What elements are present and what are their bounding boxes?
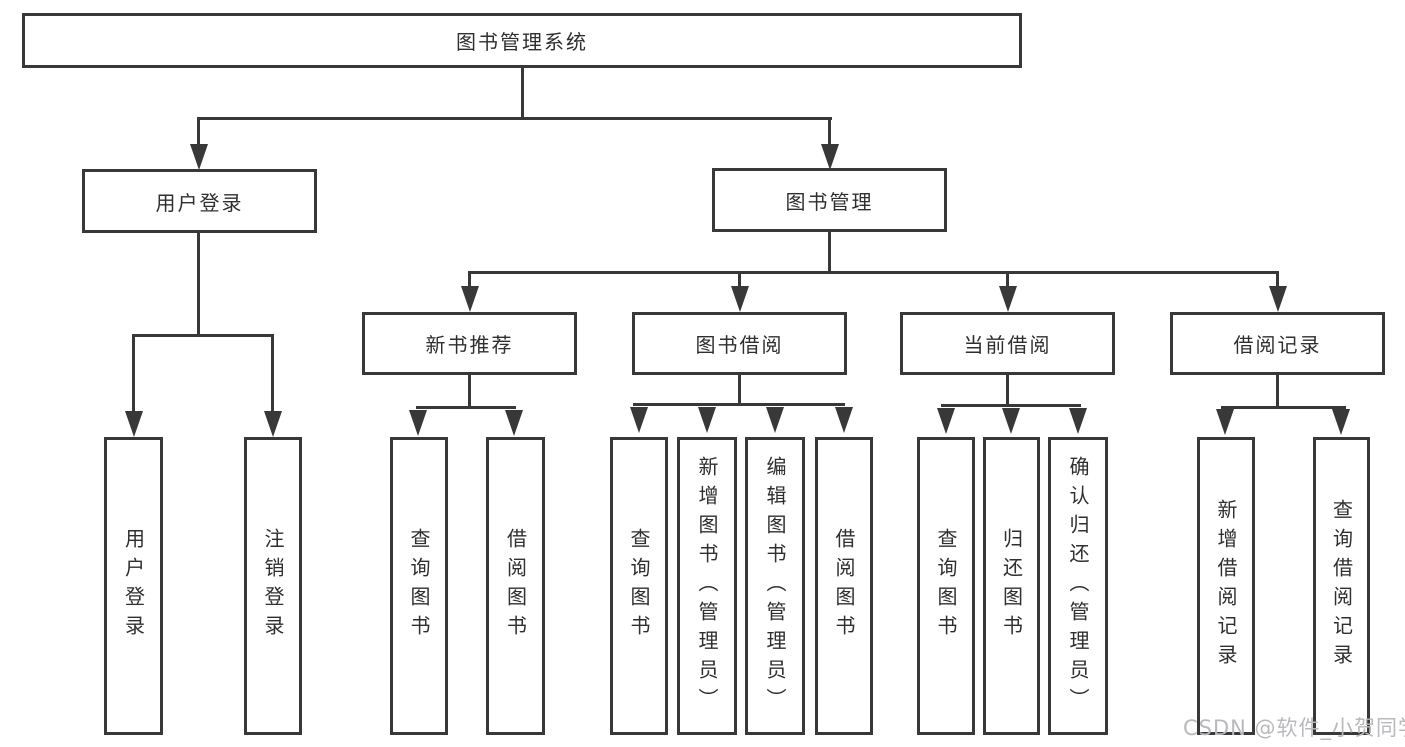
arrow-down-icon bbox=[125, 411, 143, 437]
connector-user-drop bbox=[197, 232, 200, 336]
leaf-current-confirm-return-admin-label: 确认归还（管理员） bbox=[1066, 455, 1090, 717]
leaf-recommend-query-books: 查询图书 bbox=[390, 437, 448, 735]
leaf-current-return-books-label: 归还图书 bbox=[999, 528, 1024, 644]
leaf-borrow-query-books-label: 查询图书 bbox=[627, 528, 651, 644]
node-book-management-label: 图书管理 bbox=[785, 189, 874, 214]
connector-stem-current bbox=[1006, 273, 1009, 288]
arrow-down-icon bbox=[698, 407, 716, 433]
node-borrowing-records-label: 借阅记录 bbox=[1233, 333, 1322, 357]
connector-records-drop bbox=[1276, 374, 1279, 408]
arrow-down-icon bbox=[937, 408, 955, 434]
arrow-down-icon bbox=[1216, 409, 1234, 435]
leaf-borrow-add-books-admin-label: 新增图书（管理员） bbox=[695, 455, 719, 717]
leaf-borrow-edit-books-admin-label: 编辑图书（管理员） bbox=[763, 455, 787, 717]
arrow-down-icon bbox=[731, 286, 749, 312]
leaf-current-query-books: 查询图书 bbox=[917, 437, 975, 735]
node-book-borrowing-label: 图书借阅 bbox=[695, 333, 784, 357]
arrow-down-icon bbox=[999, 286, 1017, 312]
node-new-book-recommend-label: 新书推荐 bbox=[425, 333, 514, 357]
leaf-borrow-borrow-books-label: 借阅图书 bbox=[832, 528, 856, 644]
watermark: CSDN @软件_小贺同学 bbox=[1183, 716, 1405, 740]
connector-stem-borrowing bbox=[738, 273, 741, 288]
connector-stem-leaf-user-login bbox=[132, 336, 135, 413]
leaf-logout: 注销登录 bbox=[244, 437, 302, 735]
arrow-down-icon bbox=[409, 410, 427, 436]
connector-recommend-drop bbox=[468, 374, 471, 408]
arrow-down-icon bbox=[505, 410, 523, 436]
leaf-user-login: 用户登录 bbox=[104, 437, 163, 735]
node-root: 图书管理系统 bbox=[22, 13, 1022, 68]
node-current-borrowing: 当前借阅 bbox=[900, 312, 1115, 375]
leaf-borrow-add-books-admin: 新增图书（管理员） bbox=[677, 437, 737, 735]
leaf-records-add-record: 新增借阅记录 bbox=[1197, 437, 1255, 735]
leaf-current-query-books-label: 查询图书 bbox=[934, 528, 958, 644]
connector-root-drop bbox=[521, 67, 524, 120]
node-user-login-label: 用户登录 bbox=[155, 190, 244, 215]
arrow-down-icon bbox=[1069, 408, 1087, 434]
leaf-borrow-query-books: 查询图书 bbox=[610, 437, 668, 735]
connector-stem-recommend bbox=[468, 273, 471, 288]
connector-stem-records bbox=[1276, 273, 1279, 288]
leaf-current-return-books: 归还图书 bbox=[983, 437, 1040, 735]
connector-stem-book-management bbox=[828, 118, 831, 146]
connector-level2-bus bbox=[197, 117, 832, 120]
arrow-down-icon bbox=[190, 144, 208, 170]
connector-stem-user-login bbox=[197, 118, 200, 146]
leaf-current-confirm-return-admin: 确认归还（管理员） bbox=[1048, 437, 1108, 735]
node-user-login: 用户登录 bbox=[82, 169, 317, 233]
arrow-down-icon bbox=[835, 407, 853, 433]
arrow-down-icon bbox=[1332, 409, 1350, 435]
connector-level3-bus bbox=[468, 271, 1279, 274]
arrow-down-icon bbox=[1002, 408, 1020, 434]
node-book-borrowing: 图书借阅 bbox=[632, 312, 847, 375]
leaf-borrow-edit-books-admin: 编辑图书（管理员） bbox=[745, 437, 805, 735]
leaf-recommend-borrow-books: 借阅图书 bbox=[486, 437, 545, 735]
node-root-label: 图书管理系统 bbox=[456, 30, 588, 54]
connector-current-drop bbox=[1006, 374, 1009, 407]
connector-borrowing-bus bbox=[633, 403, 845, 406]
connector-borrowing-drop bbox=[738, 374, 741, 406]
connector-stem-leaf-logout bbox=[271, 336, 274, 413]
leaf-borrow-borrow-books: 借阅图书 bbox=[815, 437, 873, 735]
node-book-management: 图书管理 bbox=[712, 168, 947, 232]
leaf-records-query-record-label: 查询借阅记录 bbox=[1329, 499, 1354, 673]
node-borrowing-records: 借阅记录 bbox=[1170, 312, 1385, 375]
node-current-borrowing-label: 当前借阅 bbox=[963, 333, 1052, 357]
leaf-records-query-record: 查询借阅记录 bbox=[1313, 437, 1370, 735]
connector-current-bus bbox=[941, 404, 1081, 407]
node-new-book-recommend: 新书推荐 bbox=[362, 312, 577, 375]
leaf-logout-label: 注销登录 bbox=[261, 528, 285, 644]
leaf-user-login-label: 用户登录 bbox=[121, 528, 146, 644]
leaf-records-add-record-label: 新增借阅记录 bbox=[1214, 499, 1238, 673]
connector-recommend-bus bbox=[416, 406, 516, 409]
connector-records-bus bbox=[1221, 406, 1346, 409]
leaf-recommend-borrow-books-label: 借阅图书 bbox=[503, 528, 528, 644]
arrow-down-icon bbox=[1269, 286, 1287, 312]
arrow-down-icon bbox=[630, 407, 648, 433]
arrow-down-icon bbox=[264, 411, 282, 437]
connector-user-bus bbox=[132, 334, 274, 337]
leaf-recommend-query-books-label: 查询图书 bbox=[407, 528, 431, 644]
connector-mgmt-drop bbox=[828, 232, 831, 274]
arrow-down-icon bbox=[766, 407, 784, 433]
arrow-down-icon bbox=[461, 286, 479, 312]
arrow-down-icon bbox=[821, 144, 839, 170]
